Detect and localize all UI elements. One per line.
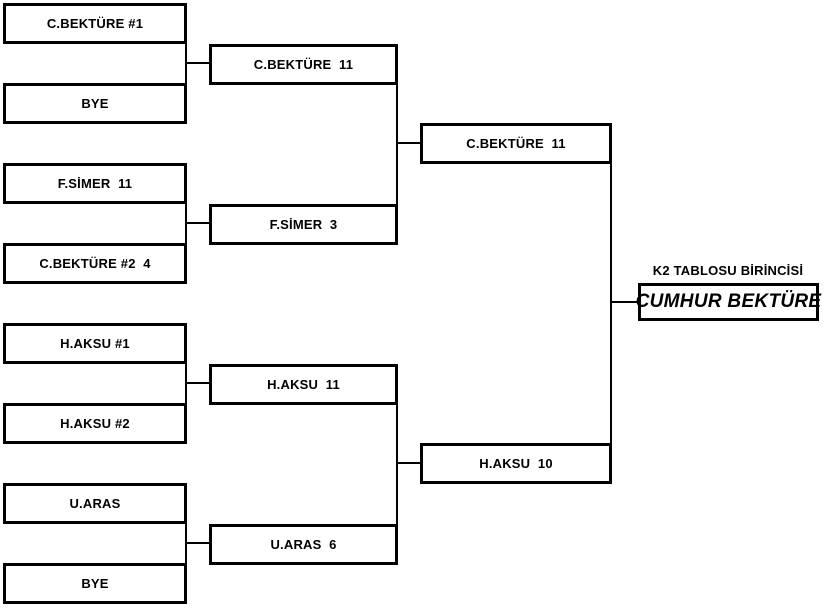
connector-r2-pair-1 — [396, 84, 398, 205]
connector-final — [610, 163, 612, 444]
bracket-slot-r2-4[interactable]: U.ARAS 6 — [209, 524, 398, 565]
connector-r2-pair-1-stub — [396, 142, 421, 144]
bracket-slot-r1-6[interactable]: H.AKSU #2 — [3, 403, 187, 444]
champion-title-label: K2 TABLOSU BİRİNCİSİ — [652, 263, 804, 278]
connector-r2-pair-2-stub — [396, 462, 421, 464]
connector-r1-pair-1 — [185, 43, 187, 85]
bracket-slot-r1-8[interactable]: BYE — [3, 563, 187, 604]
connector-r1-pair-2-stub — [185, 222, 210, 224]
connector-r1-pair-2 — [185, 203, 187, 245]
bracket-slot-r1-4[interactable]: C.BEKTÜRE #2 4 — [3, 243, 187, 284]
bracket-slot-r1-3[interactable]: F.SİMER 11 — [3, 163, 187, 204]
bracket-slot-r1-1[interactable]: C.BEKTÜRE #1 — [3, 3, 187, 44]
connector-r1-pair-4-stub — [185, 542, 210, 544]
connector-r2-pair-2 — [396, 404, 398, 525]
connector-r1-pair-4 — [185, 523, 187, 565]
bracket-slot-r3-1[interactable]: C.BEKTÜRE 11 — [420, 123, 612, 164]
connector-final-stub — [610, 301, 640, 303]
bracket-slot-r1-2[interactable]: BYE — [3, 83, 187, 124]
connector-r1-pair-1-stub — [185, 62, 210, 64]
bracket-slot-r1-5[interactable]: H.AKSU #1 — [3, 323, 187, 364]
champion-box[interactable]: CUMHUR BEKTÜRE — [636, 283, 821, 321]
bracket-slot-r3-2[interactable]: H.AKSU 10 — [420, 443, 612, 484]
bracket-slot-r2-2[interactable]: F.SİMER 3 — [209, 204, 398, 245]
bracket-slot-r2-1[interactable]: C.BEKTÜRE 11 — [209, 44, 398, 85]
bracket-slot-r2-3[interactable]: H.AKSU 11 — [209, 364, 398, 405]
connector-r1-pair-3-stub — [185, 382, 210, 384]
bracket-slot-r1-7[interactable]: U.ARAS — [3, 483, 187, 524]
connector-r1-pair-3 — [185, 363, 187, 405]
